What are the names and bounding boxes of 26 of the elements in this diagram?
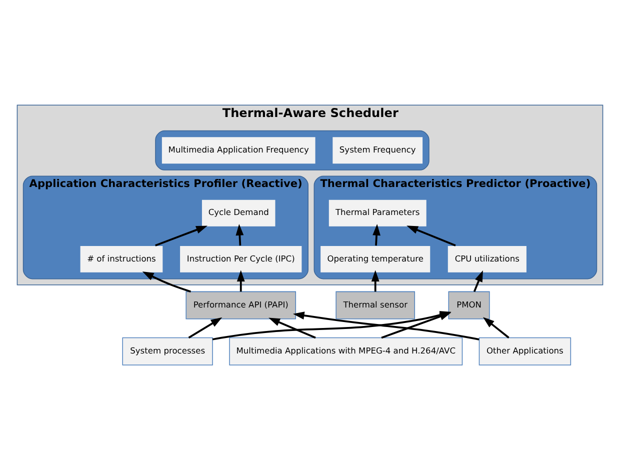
node-box: PMON [448,291,490,320]
arrow [236,224,244,246]
node-box: Operating temperature [320,245,431,274]
node-box: Cycle Demand [201,199,276,228]
arrow [142,272,192,292]
node-box: Multimedia Application Frequency [161,136,316,164]
arrow [473,270,483,292]
node-box: System Frequency [332,136,424,164]
arrow [381,312,452,339]
node-box: Thermal sensor [336,291,416,320]
arrow [236,270,245,292]
arrow [268,318,316,339]
node-box: Multimedia Applications with MPEG-4 and H.264/AVC [229,337,463,366]
node-box: Instruction Per Cycle (IPC) [179,245,302,274]
arrow [371,270,380,292]
arrow [482,317,510,338]
node-box: CPU utilizations [447,245,528,274]
arrow [406,226,456,246]
node-box: Thermal Parameters [328,199,428,228]
node-box: Other Applications [478,337,572,366]
node-box: # of instructions [80,245,164,274]
arrow [155,226,208,246]
arrow [372,224,380,246]
node-box: System processes [122,337,213,366]
node-box: Performance API (PAPI) [186,291,296,320]
cluster [155,130,430,170]
